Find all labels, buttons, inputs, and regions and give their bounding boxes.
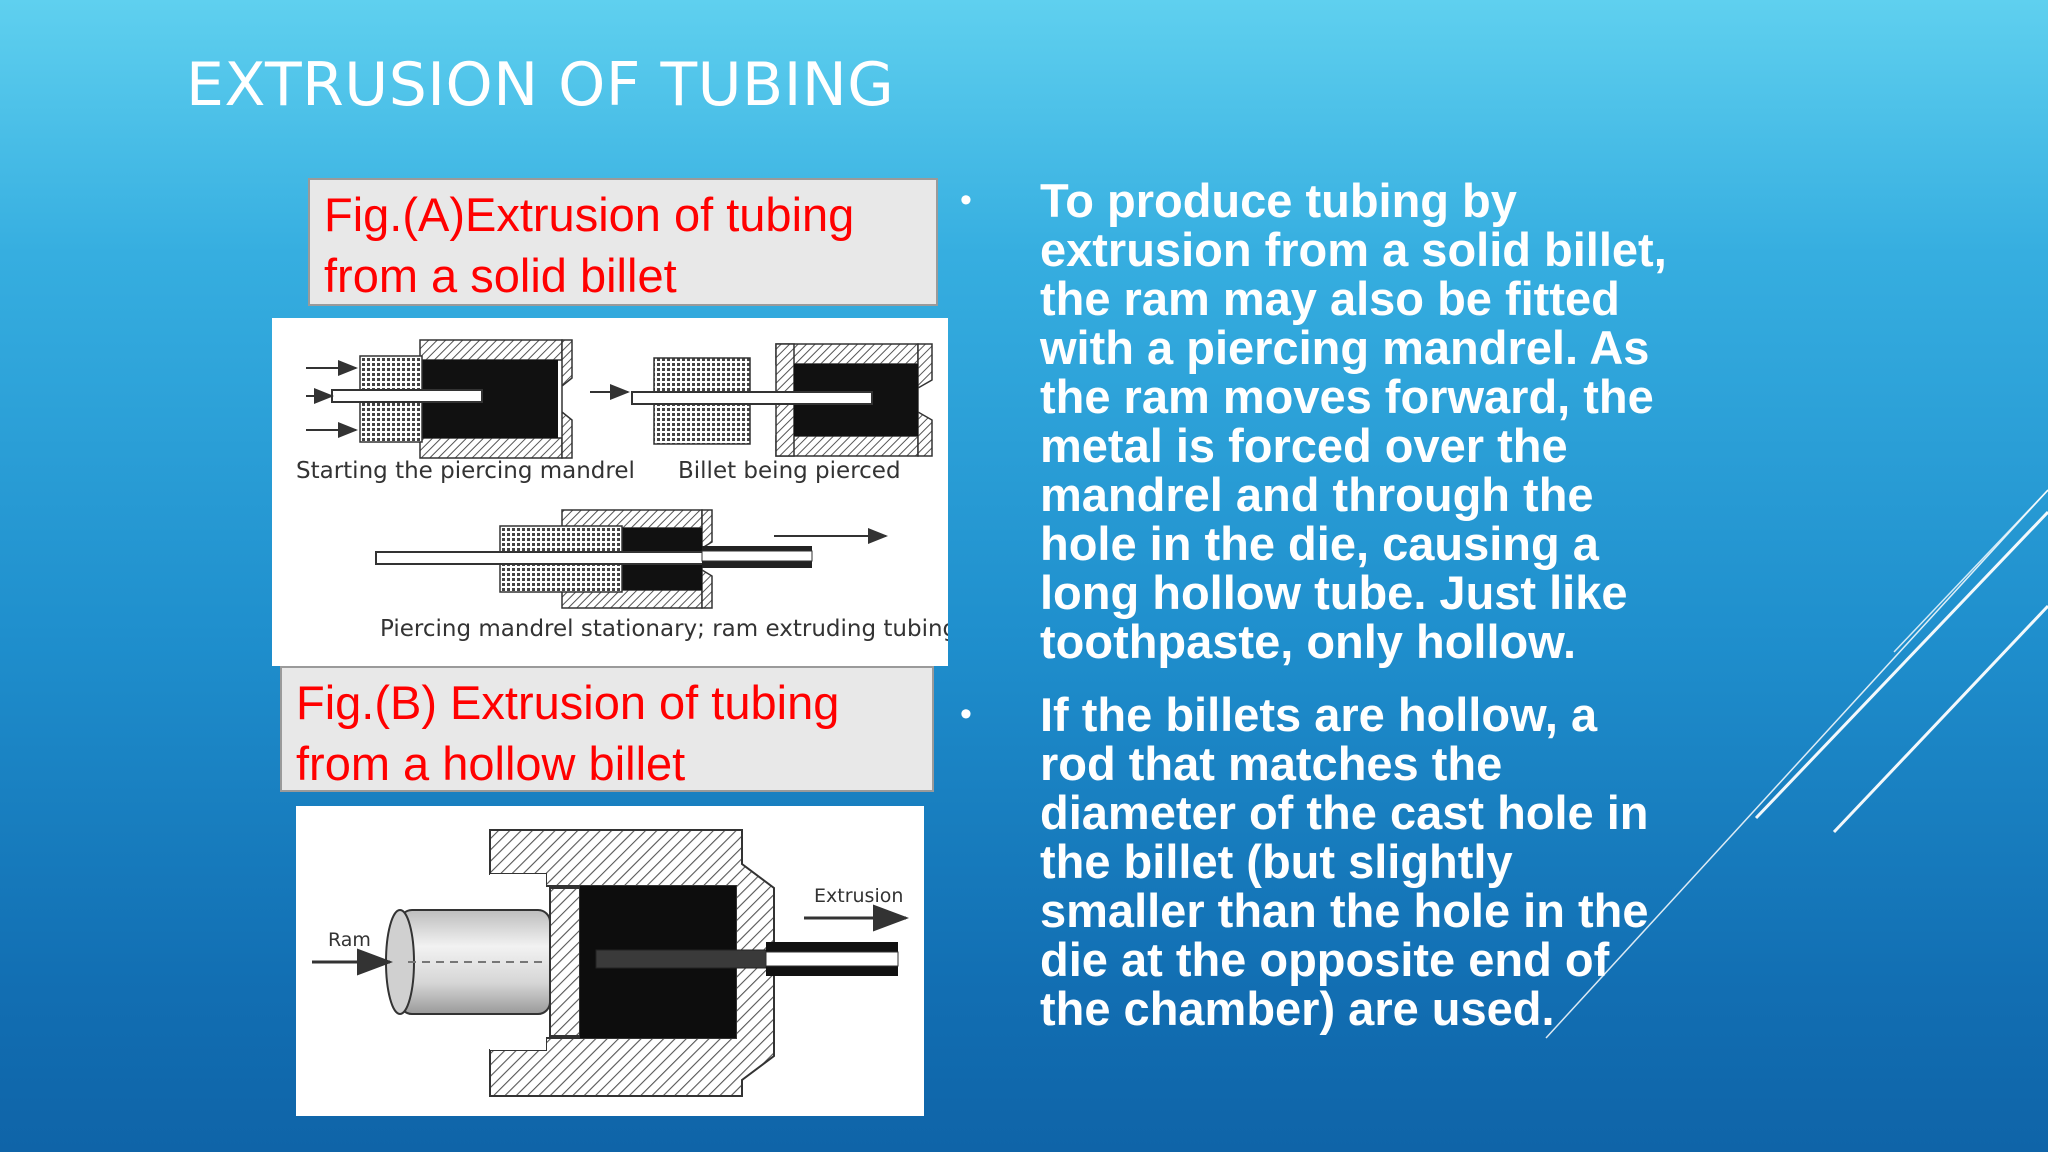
- label-mandrel-stationary-ram-extruding: Piercing mandrel stationary; ram extrudi…: [380, 616, 948, 642]
- slide-title: EXTRUSION OF TUBING: [186, 50, 895, 120]
- figure-b-caption-line-1: Fig.(B) Extrusion of tubing: [296, 676, 840, 729]
- figure-a-solid-billet-diagram: Starting the piercing mandrel Billet bei…: [272, 318, 957, 666]
- figure-b-drawing: Ram Extrusion: [312, 829, 909, 1097]
- bullet-1-line: hole in the die, causing a: [1040, 517, 1599, 570]
- sub-figure-start: [306, 339, 573, 459]
- figure-a-caption-line-2: from a solid billet: [324, 249, 677, 302]
- sub-figure-extruding: [375, 509, 888, 609]
- mandrel-rod: [595, 949, 767, 969]
- figure-b-hollow-billet-diagram: Ram Extrusion: [296, 806, 924, 1116]
- bullet-1-line: the ram moves forward, the: [1040, 370, 1654, 423]
- extruded-tube: [765, 942, 899, 976]
- bullet-marker: •: [960, 181, 972, 219]
- bullet-1-line: extrusion from a solid billet,: [1040, 223, 1667, 276]
- label-starting-piercing-mandrel: Starting the piercing mandrel: [296, 458, 635, 484]
- bullet-2-line: rod that matches the: [1040, 737, 1503, 790]
- sub-figure-pierced: [590, 343, 933, 457]
- bullet-1-line: metal is forced over the: [1040, 419, 1568, 472]
- label-extrusion: Extrusion: [814, 885, 903, 907]
- bullet-item: • To produce tubing by extrusion from a …: [956, 176, 1746, 666]
- bullet-1-line: To produce tubing by: [1040, 174, 1517, 227]
- bullet-item: • If the billets are hollow, a rod that …: [956, 690, 1746, 1033]
- bullet-1-line: toothpaste, only hollow.: [1040, 615, 1577, 668]
- label-ram: Ram: [328, 929, 371, 951]
- bullet-2-line: the chamber) are used.: [1040, 982, 1555, 1035]
- bullet-2-line: smaller than the hole in the: [1040, 884, 1649, 937]
- bullet-2-line: die at the opposite end of: [1040, 933, 1610, 986]
- bullet-2-line: diameter of the cast hole in: [1040, 786, 1649, 839]
- figure-b-caption: Fig.(B) Extrusion of tubing from a hollo…: [280, 666, 934, 792]
- label-billet-being-pierced: Billet being pierced: [678, 458, 901, 484]
- figure-b-caption-line-2: from a hollow billet: [296, 737, 686, 790]
- bullet-marker: •: [960, 695, 972, 733]
- bullet-1-line: mandrel and through the: [1040, 468, 1594, 521]
- bullet-2-line: If the billets are hollow, a: [1040, 688, 1598, 741]
- dummy-block: [549, 887, 581, 1037]
- bullet-1-line: the ram may also be fitted: [1040, 272, 1620, 325]
- bullet-list: • To produce tubing by extrusion from a …: [956, 176, 1746, 1057]
- figure-a-caption-line-1: Fig.(A)Extrusion of tubing: [324, 188, 855, 241]
- figure-a-drawing: Starting the piercing mandrel Billet bei…: [296, 339, 957, 642]
- bullet-1-line: with a piercing mandrel. As: [1040, 321, 1650, 374]
- ram: [385, 909, 551, 1015]
- figure-a-caption: Fig.(A)Extrusion of tubing from a solid …: [308, 178, 938, 306]
- bullet-1-line: long hollow tube. Just like: [1040, 566, 1628, 619]
- bullet-2-line: the billet (but slightly: [1040, 835, 1513, 888]
